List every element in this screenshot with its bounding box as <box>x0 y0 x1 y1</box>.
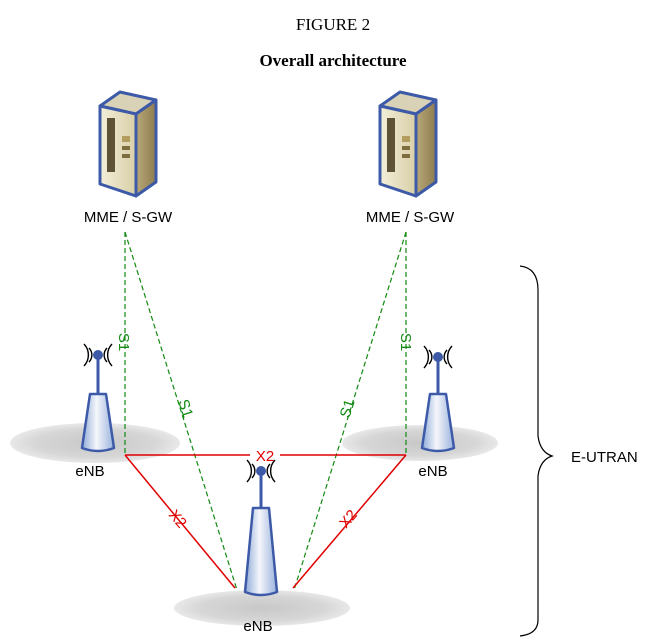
x2-label-top-backing <box>250 445 280 465</box>
s1-links <box>124 231 407 591</box>
s1-link-right-mme-bottom-enb <box>293 231 407 591</box>
x2-link-left-bottom <box>124 454 236 589</box>
server-icon <box>378 90 438 198</box>
e-utran-brace <box>519 265 554 637</box>
figure-number: FIGURE 2 <box>296 15 370 34</box>
antenna-icon <box>243 459 279 597</box>
enb-bottom-label: eNB <box>243 618 272 635</box>
antenna-icon <box>80 343 116 453</box>
mme-left-label: MME / S-GW <box>84 209 173 226</box>
enb-right-label: eNB <box>418 463 447 480</box>
s1-label-left-vertical: S1 <box>115 333 132 351</box>
enb-right-shadow <box>342 425 498 461</box>
mme-right-label: MME / S-GW <box>366 209 455 226</box>
s1-label-right-vertical: S1 <box>397 333 414 351</box>
server-icon <box>98 90 158 198</box>
x2-link-right-bottom <box>292 454 407 589</box>
s1-label-right-diagonal: S1 <box>337 397 359 420</box>
enb-bottom-shadow <box>174 590 350 626</box>
enb-left-label: eNB <box>75 463 104 480</box>
antenna-icon <box>420 345 456 453</box>
figure-title: Overall architecture <box>259 51 407 70</box>
x2-label-top: X2 <box>256 448 274 465</box>
x2-label-right: X2 <box>336 507 361 532</box>
s1-label-left-diagonal: S1 <box>174 397 196 420</box>
s1-link-left-mme-bottom-enb <box>124 231 238 591</box>
e-utran-label: E-UTRAN <box>571 449 638 466</box>
